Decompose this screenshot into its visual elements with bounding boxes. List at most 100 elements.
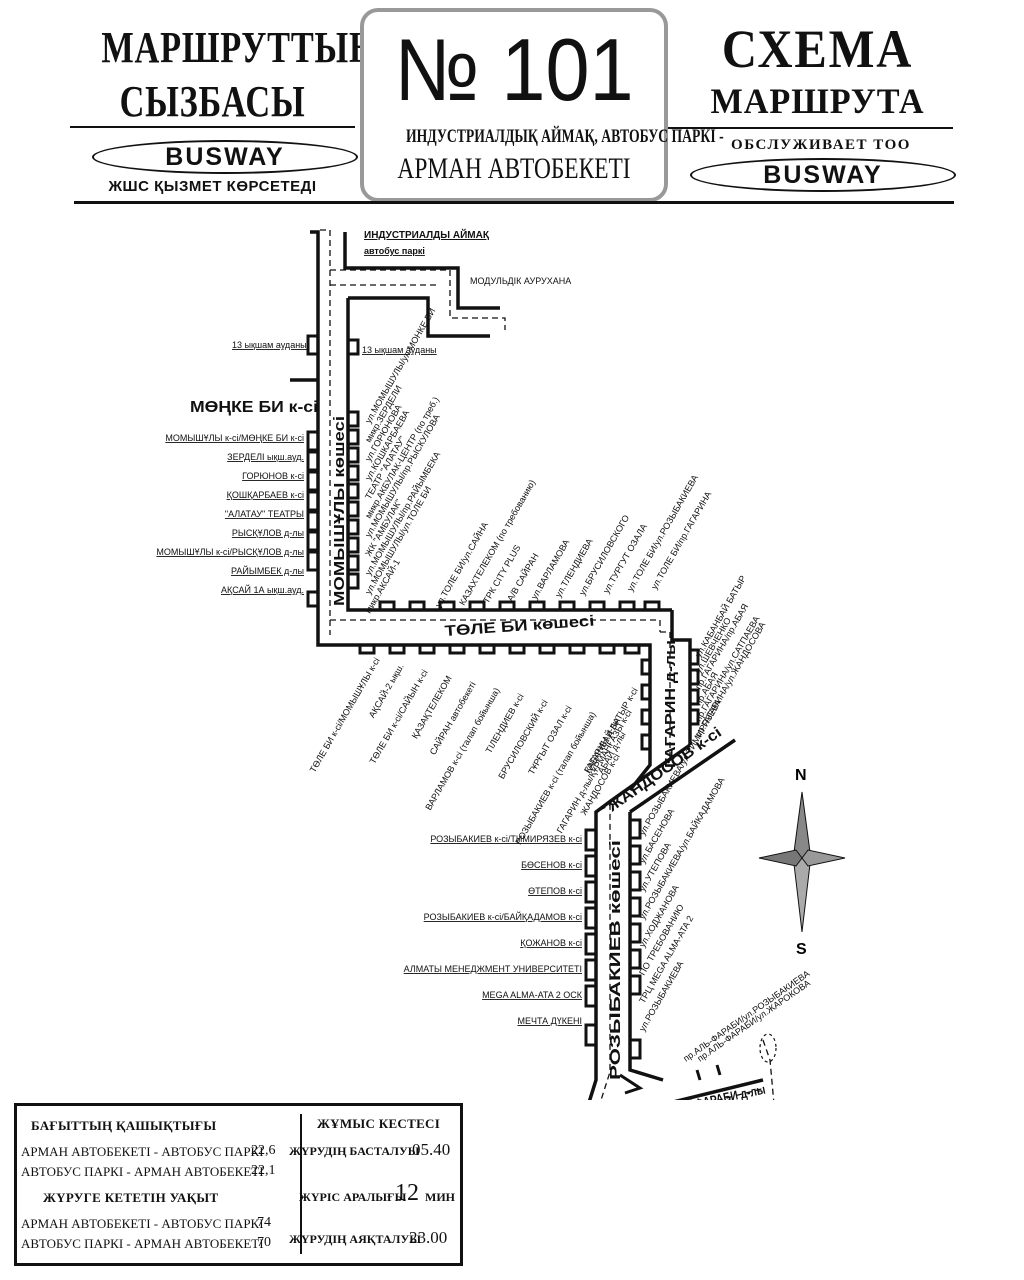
- route-origin: ИНДУСТРИАЛДЫҚ АЙМАҚ, АВТОБУС ПАРКІ -: [406, 126, 724, 147]
- distance-row-2-label: АВТОБУС ПАРКІ - АРМАН АВТОБЕКЕТІ: [21, 1164, 264, 1179]
- stop-label: пр.АЛЬ-ФАРАБИ/ул.РОЗЫБАКИЕВА: [681, 968, 811, 1063]
- header-bottom-rule: [74, 201, 954, 204]
- route-line-gagarin-dashed: [660, 631, 671, 760]
- stop-label: ГОРЮНОВ к-сі: [242, 471, 304, 481]
- stop-label: МОМЫШҰЛЫ к-сі/РЫСҚҰЛОВ д-лы: [156, 547, 304, 557]
- stops-al-farabi-top: пр.АЛЬ-ФАРАБИ/ул.РОЗЫБАКИЕВАпр.АЛЬ-ФАРАБ…: [681, 968, 812, 1063]
- stop-marks-tole-bi-bottom: [358, 645, 641, 655]
- schedule-start-value: 05.40: [412, 1140, 451, 1159]
- street-label-rozybakiev: РОЗЫБАКИЕВ көшесі: [607, 840, 624, 1080]
- title-kazakh-line2: СЫЗБАСЫ: [119, 77, 306, 126]
- schedule-interval-value: 12: [395, 1180, 419, 1206]
- compass-south-label: S: [796, 941, 807, 958]
- stop-marks-momyshuly-west: [306, 334, 318, 608]
- terminus-oval-al-farabi: [759, 1033, 777, 1063]
- street-label-gagarin: ГАГАРИН д-лы: [662, 640, 679, 768]
- route-line-turn-arrow: [619, 1073, 644, 1095]
- stop-label: БРУСИЛОВСКИЙ к-сі: [495, 698, 549, 781]
- route-line-al-farabi: [673, 1078, 764, 1100]
- stop-marks-tole-bi-top: [378, 600, 661, 610]
- compass-south-needle: [793, 857, 811, 933]
- stop-label: пр.АЛЬ-ФАРАБИ/ул.ЖАРОКОВА: [695, 978, 812, 1064]
- stop-label: БӨСЕНОВ к-сі: [521, 860, 582, 870]
- distance-row-1-label: АРМАН АВТОБЕКЕТІ - АВТОБУС ПАРКІ: [21, 1144, 264, 1159]
- route-line-momyshuly-east: [346, 296, 672, 612]
- street-label-al-farabi: ӘЛ-ФАРАБИ д-лы: [676, 1082, 767, 1100]
- compass-north-needle: [793, 791, 811, 859]
- busway-logo-right: BUSWAY: [690, 158, 956, 192]
- stop-label: АҚСАЙ 1А ықш.ауд.: [221, 584, 304, 595]
- travel-time-title: ЖҮРУГЕ КЕТЕТІН УАҚЫТ: [43, 1190, 219, 1205]
- title-russian-line1: СХЕМА: [721, 19, 914, 79]
- landmark-labels: ИНДУСТРИАЛДЫ АЙМАҚ автобус паркі МОДУЛЬД…: [232, 228, 571, 355]
- travel-time-row-1-value: 74: [257, 1215, 271, 1230]
- schedule-title: ЖҰМЫС КЕСТЕСІ: [317, 1116, 441, 1131]
- travel-time-row-2-value: 70: [257, 1235, 271, 1250]
- stop-label: РАЙЫМБЕК д-лы: [231, 565, 304, 576]
- schedule-end-label: ЖҮРУДІҢ АЯҚТАЛУЫ: [289, 1232, 422, 1246]
- info-panel: БАҒЫТТЫҢ ҚАШЫҚТЫҒЫ АРМАН АВТОБЕКЕТІ - АВ…: [14, 1103, 463, 1266]
- compass-west-needle: [758, 849, 803, 867]
- compass-north-label: N: [795, 767, 807, 784]
- street-label-momyshuly: МОМЫШҰЛЫ көшесі: [331, 416, 348, 606]
- schedule-interval-unit: МИН: [425, 1190, 455, 1204]
- stop-label: РОЗЫБАКИЕВ к-сі/БАЙҚАДАМОВ к-сі: [424, 911, 582, 922]
- title-russian-line2: МАРШРУТА: [710, 81, 925, 121]
- compass-rose: N S: [758, 767, 846, 958]
- stops-gagarin-right: ул.КАБАНБАЙ БАТЫРул.ШЕВЧЕНКОпр.ГАГАРИНА/…: [692, 573, 767, 739]
- stop-label: ЗЕРДЕЛІ ықш.ауд.: [227, 452, 304, 462]
- distance-title: БАҒЫТТЫҢ ҚАШЫҚТЫҒЫ: [31, 1118, 217, 1133]
- label-district-13-right: 13 ықшам ауданы: [362, 345, 437, 355]
- busway-logo-left: BUSWAY: [92, 140, 358, 174]
- route-line-zhandosov: [610, 738, 736, 814]
- stop-label: РОЗЫБАКИЕВ к-сі/ТИМИРЯЗЕВ к-сі: [430, 834, 582, 844]
- stop-label: МОМЫШҰЛЫ к-сі/МӨҢКЕ БИ к-сі: [165, 433, 304, 443]
- header-rule-left: [70, 126, 355, 128]
- title-kazakh-line1: МАРШРУТТЫҢ: [101, 23, 377, 72]
- stop-label: ГАГАРИН д-лы/ҚҰРМАНҒАЗЫ к-сі: [555, 708, 634, 835]
- label-bus-park: автобус паркі: [364, 246, 425, 256]
- stop-label: РЫСҚҰЛОВ д-лы: [232, 528, 304, 538]
- stop-marks-momyshuly-east: [348, 338, 360, 590]
- street-label-tole-bi: ТӨЛЕ БИ көшесі: [444, 613, 595, 640]
- label-industrial-zone: ИНДУСТРИАЛДЫ АЙМАҚ: [364, 228, 490, 241]
- compass-east-needle: [801, 849, 846, 867]
- route-line-gagarin: [608, 610, 692, 792]
- info-divider: [300, 1114, 302, 1254]
- label-district-13-left: 13 ықшам ауданы: [232, 340, 307, 350]
- stop-label: АЛМАТЫ МЕНЕДЖМЕНТ УНИВЕРСИТЕТІ: [404, 964, 582, 974]
- stop-label: ӨТЕПОВ к-сі: [528, 886, 582, 896]
- street-label-monke-bi: МӨҢКЕ БИ к-сі: [190, 399, 318, 416]
- schedule-start-label: ЖҮРУДІҢ БАСТАЛУЫ: [289, 1144, 420, 1158]
- service-note-kazakh: ЖШС ҚЫЗМЕТ КӨРСЕТЕДІ: [108, 178, 317, 195]
- distance-row-1-value: 22,6: [251, 1143, 276, 1158]
- route-map: МӨҢКЕ БИ к-сі МОМЫШҰЛЫ көшесі ТӨЛЕ БИ кө…: [156, 228, 846, 1100]
- label-modular-hospital: МОДУЛЬДІК АУРУХАНА: [470, 276, 571, 286]
- route-number: № 101: [394, 20, 634, 119]
- travel-time-row-1-label: АРМАН АВТОБЕКЕТІ - АВТОБУС ПАРКІ: [21, 1216, 264, 1231]
- schedule-end-value: 23.00: [409, 1228, 448, 1247]
- schedule-interval-label: ЖҮРІС АРАЛЫҒЫ: [299, 1190, 407, 1204]
- route-line-al-farabi-dashed: [716, 1039, 775, 1100]
- stop-marks-gagarin: [640, 648, 700, 751]
- service-note-russian: ОБСЛУЖИВАЕТ ТОО: [731, 137, 911, 153]
- stop-label: МЕЧТА ДҮКЕНІ: [517, 1016, 582, 1026]
- travel-time-row-2-label: АВТОБУС ПАРКІ - АРМАН АВТОБЕКЕТІ: [21, 1236, 264, 1251]
- distance-row-2-value: 22,1: [251, 1163, 276, 1178]
- route-number-box: № 101 ИНДУСТРИАЛДЫҚ АЙМАҚ, АВТОБУС ПАРКІ…: [360, 8, 724, 202]
- stop-label: ҚОЖАНОВ к-сі: [520, 938, 582, 948]
- header-rule-right: [668, 127, 953, 129]
- stop-label: ҚОШҚАРБАЕВ к-сі: [227, 490, 304, 500]
- route-line-industrial-branch: [343, 232, 500, 310]
- terminus-markers: [759, 1033, 777, 1063]
- stop-label: MEGA ALMA-ATA 2 ОСК: [482, 990, 583, 1000]
- route-destination: АРМАН АВТОБЕКЕТІ: [397, 152, 631, 185]
- stop-label: "АЛАТАУ" ТЕАТРЫ: [225, 509, 304, 519]
- route-line-dashed-center: [320, 229, 661, 635]
- stop-marks-rozybakiev: [584, 818, 642, 1060]
- stop-marks: [306, 334, 722, 1100]
